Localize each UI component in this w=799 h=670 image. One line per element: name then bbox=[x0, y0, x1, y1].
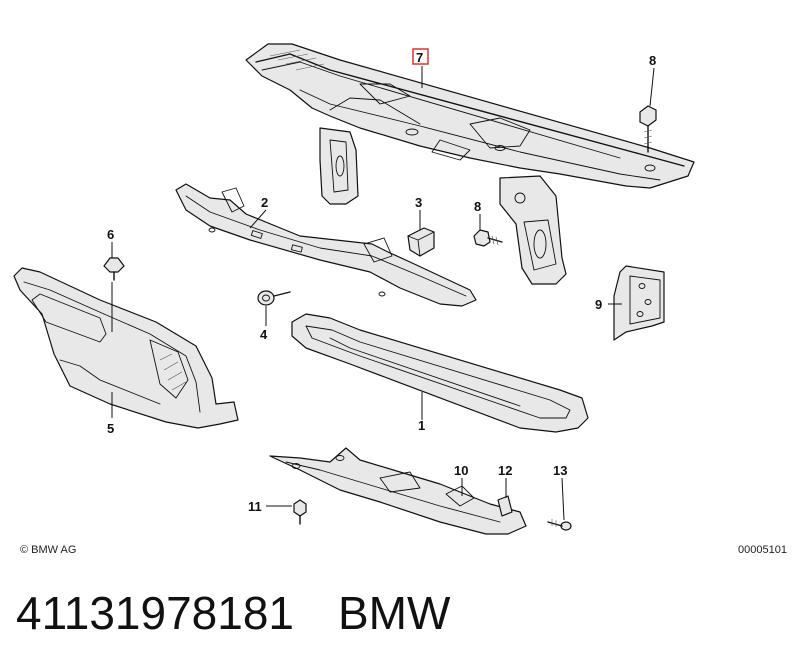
part-2-crossmember bbox=[175, 183, 477, 307]
callout-2[interactable]: 2 bbox=[261, 195, 268, 210]
part-caption: 41131978181 BMW bbox=[16, 578, 450, 648]
copyright-label: © BMW AG bbox=[20, 544, 76, 556]
part-number: 41131978181 bbox=[16, 587, 294, 639]
part-12-clip-nut bbox=[497, 495, 513, 517]
callout-11[interactable]: 11 bbox=[248, 499, 262, 514]
part-10-under-shield bbox=[269, 447, 527, 535]
callout-9[interactable]: 9 bbox=[595, 297, 602, 312]
callout-10[interactable]: 10 bbox=[454, 463, 468, 478]
callout-1[interactable]: 1 bbox=[418, 418, 425, 433]
callout-6[interactable]: 6 bbox=[107, 227, 114, 242]
parts-diagram: 7 8 2 3 8 6 4 9 5 1 10 12 13 11 © BMW AG… bbox=[13, 43, 787, 556]
callout-8-upper[interactable]: 8 bbox=[649, 53, 656, 68]
callout-5[interactable]: 5 bbox=[107, 421, 114, 436]
callout-13[interactable]: 13 bbox=[553, 463, 567, 478]
leader-lines bbox=[111, 66, 655, 521]
callout-3[interactable]: 3 bbox=[415, 195, 422, 210]
part-8-bolt-lower bbox=[473, 229, 503, 247]
part-9-bracket bbox=[613, 265, 665, 341]
callouts: 7 8 2 3 8 6 4 9 5 1 10 12 13 11 bbox=[107, 48, 656, 514]
callout-12[interactable]: 12 bbox=[498, 463, 512, 478]
brand-name: BMW bbox=[338, 587, 451, 639]
part-1-lower-frame bbox=[291, 313, 589, 433]
part-8-bolt-upper bbox=[639, 105, 657, 153]
part-3-clip bbox=[407, 227, 435, 257]
part-7-front-panel bbox=[245, 43, 695, 285]
part-11-screw bbox=[293, 499, 307, 525]
part-6-push-clip bbox=[103, 257, 125, 281]
part-5-air-duct bbox=[13, 267, 239, 429]
callout-7[interactable]: 7 bbox=[416, 50, 423, 65]
callout-8-lower[interactable]: 8 bbox=[474, 199, 481, 214]
part-4-rivet bbox=[257, 290, 291, 306]
drawing-id: 00005101 bbox=[738, 544, 787, 556]
callout-7-highlight-box[interactable] bbox=[412, 48, 429, 65]
part-13-screw bbox=[547, 519, 572, 531]
callout-4[interactable]: 4 bbox=[260, 327, 268, 342]
